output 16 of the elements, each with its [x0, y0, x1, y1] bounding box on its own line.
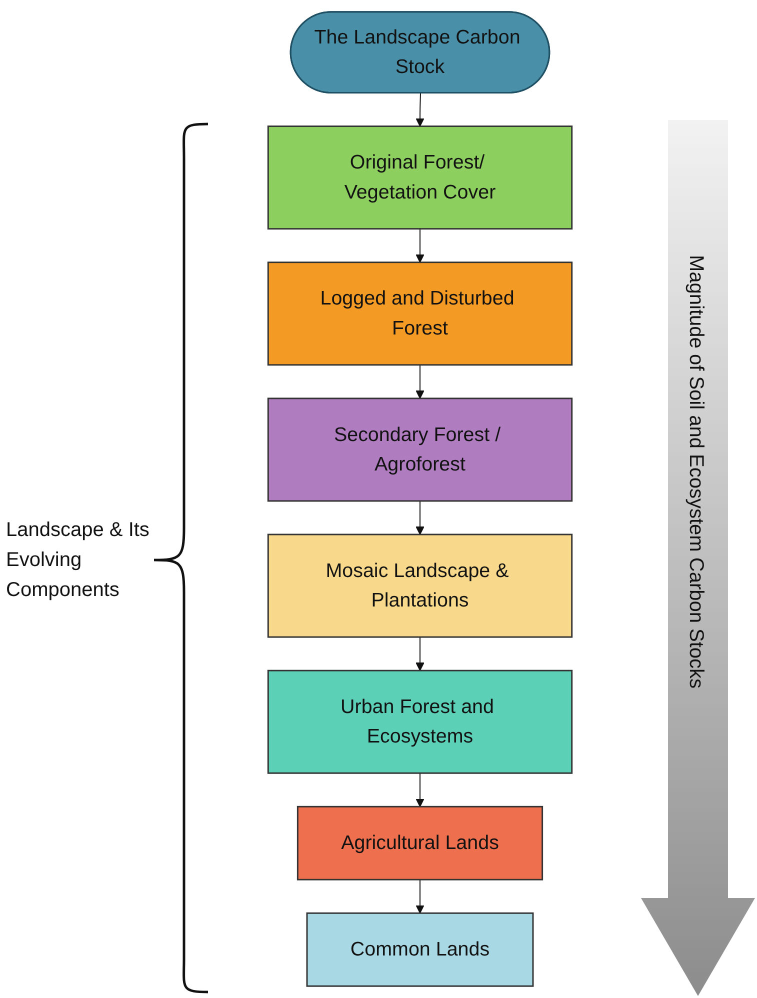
arrow — [416, 500, 424, 535]
arrow — [416, 228, 424, 263]
node-box: Original Forest/ Vegetation Cover — [267, 126, 573, 230]
arrow — [416, 772, 424, 808]
node-box: Agricultural Lands — [296, 806, 544, 880]
arrow — [416, 364, 424, 399]
arrow — [416, 879, 424, 914]
node-box: Secondary Forest / Agroforest — [267, 398, 573, 502]
bracket-label: Landscape & Its Evolving Components — [6, 518, 150, 603]
arrow-label: Magnitude of Soil and Ecosystem Carbon Stocks — [684, 255, 707, 689]
arrow — [416, 92, 424, 127]
node-box: Common Lands — [306, 912, 534, 987]
node-box: Urban Forest and Ecosystems — [267, 670, 573, 774]
node-box: Mosaic Landscape & Plantations — [267, 534, 573, 638]
arrow — [416, 636, 424, 671]
node-box: Logged and Disturbed Forest — [267, 262, 573, 366]
